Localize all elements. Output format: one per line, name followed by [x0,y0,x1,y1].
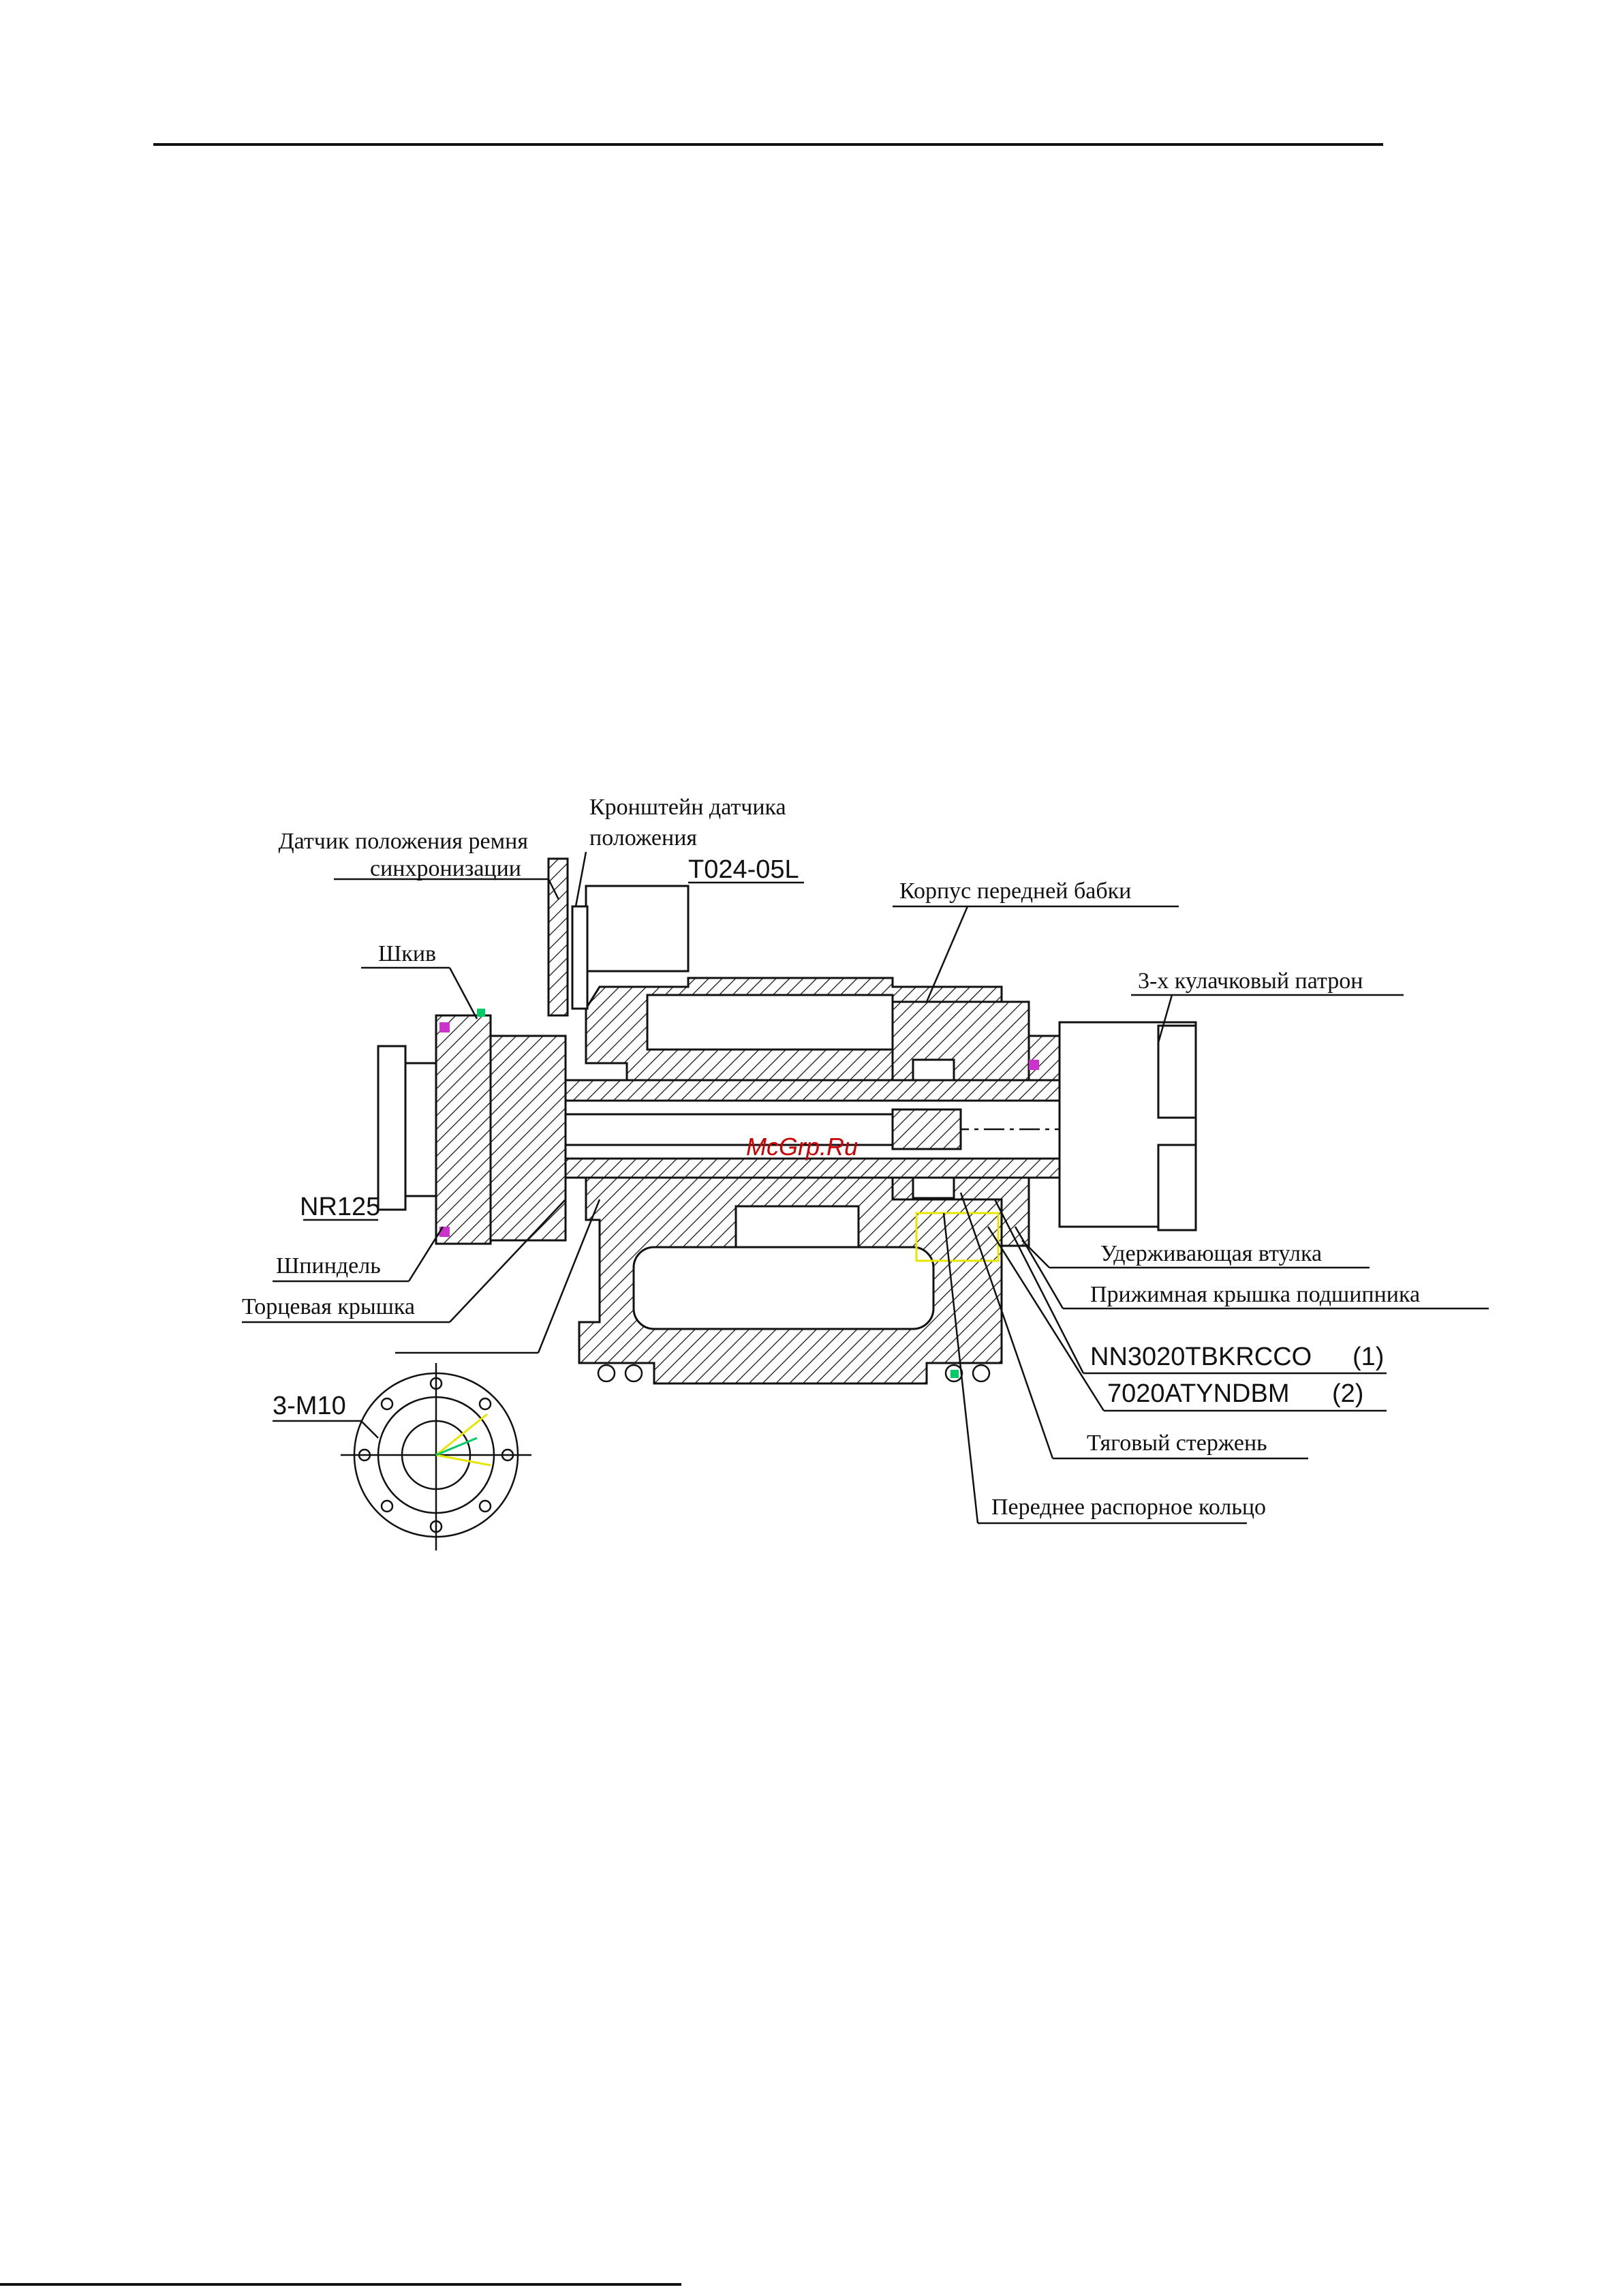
watermark: McGrp.Ru [746,1133,858,1161]
bearing-2 [913,1178,954,1198]
label-m10: 3-M10 [273,1392,346,1420]
spindle-drawing: Датчик положения ремня синхронизации Кро… [242,795,1489,1550]
leader-m10-drop [361,1421,378,1438]
chuck-jaw-lower [1158,1145,1196,1230]
bolt-hole-4 [480,1501,491,1512]
foot-bolt-right-2 [973,1365,989,1381]
accent-green-bolt-1 [477,1009,485,1017]
label-headstock-body: Корпус передней бабки [899,878,1131,904]
chuck-jaw-upper [1158,1026,1196,1118]
label-bearing-cover: Прижимная крышка подшипника [1090,1282,1420,1307]
leader-bracket [576,852,586,906]
leader-spindle-up [409,1227,443,1281]
label-bearing2-name: 7020ATYNDBM [1107,1379,1290,1408]
sensor-box [586,886,688,971]
label-bearing2-num: (2) [1332,1379,1363,1408]
label-pulley: Шкив [378,941,436,966]
bolt-hole-6 [382,1501,392,1512]
label-chuck: 3-х кулачковый патрон [1138,968,1363,994]
label-bearing1-num: (1) [1352,1343,1384,1371]
label-bracket-1: Кронштейн датчика [589,795,786,820]
base-slot [736,1206,859,1247]
label-bracket-2: положения [589,825,697,851]
end-nut [378,1046,405,1210]
pulley [436,1015,491,1244]
bolt-hole-2 [480,1398,491,1409]
label-retaining-sleeve: Удерживающая втулка [1100,1241,1322,1266]
accent-green-bolt-2 [950,1370,959,1378]
label-sensor-belt-2: синхронизации [370,856,521,881]
leader-bearing2-up [988,1227,1104,1411]
bolt-hole-8 [382,1398,392,1409]
yellow-ray-1 [436,1414,487,1455]
belt-teeth [491,1036,566,1240]
label-part-code: T024-05L [688,855,799,884]
label-spindle: Шпиндель [276,1253,381,1279]
draw-bar-end [893,1109,961,1149]
yellow-ray-2 [436,1455,491,1465]
accent-magenta-bolt-1 [439,1022,450,1032]
label-end-cover: Торцевая крышка [242,1294,415,1319]
label-sensor-belt-1: Датчик положения ремня [278,829,528,854]
sensor-bracket-plate [548,859,568,1015]
accent-magenta-bolt-3 [1029,1060,1039,1070]
label-nr125: NR125 [300,1193,380,1221]
sensor-disk [572,906,587,1009]
foot-bolt-left-1 [598,1365,615,1381]
upper-cavity [647,995,893,1050]
foot-bolt-left-2 [625,1365,642,1381]
label-draw-bar: Тяговый стержень [1087,1430,1267,1456]
base-cavity [634,1247,933,1329]
cross-section-detail [341,1363,531,1550]
label-bearing1-name: NN3020TBKRCCO [1090,1343,1312,1371]
leader-pulley-drop [450,968,477,1019]
bearing-1 [913,1060,954,1080]
label-spacer-ring: Переднее распорное кольцо [991,1495,1266,1520]
